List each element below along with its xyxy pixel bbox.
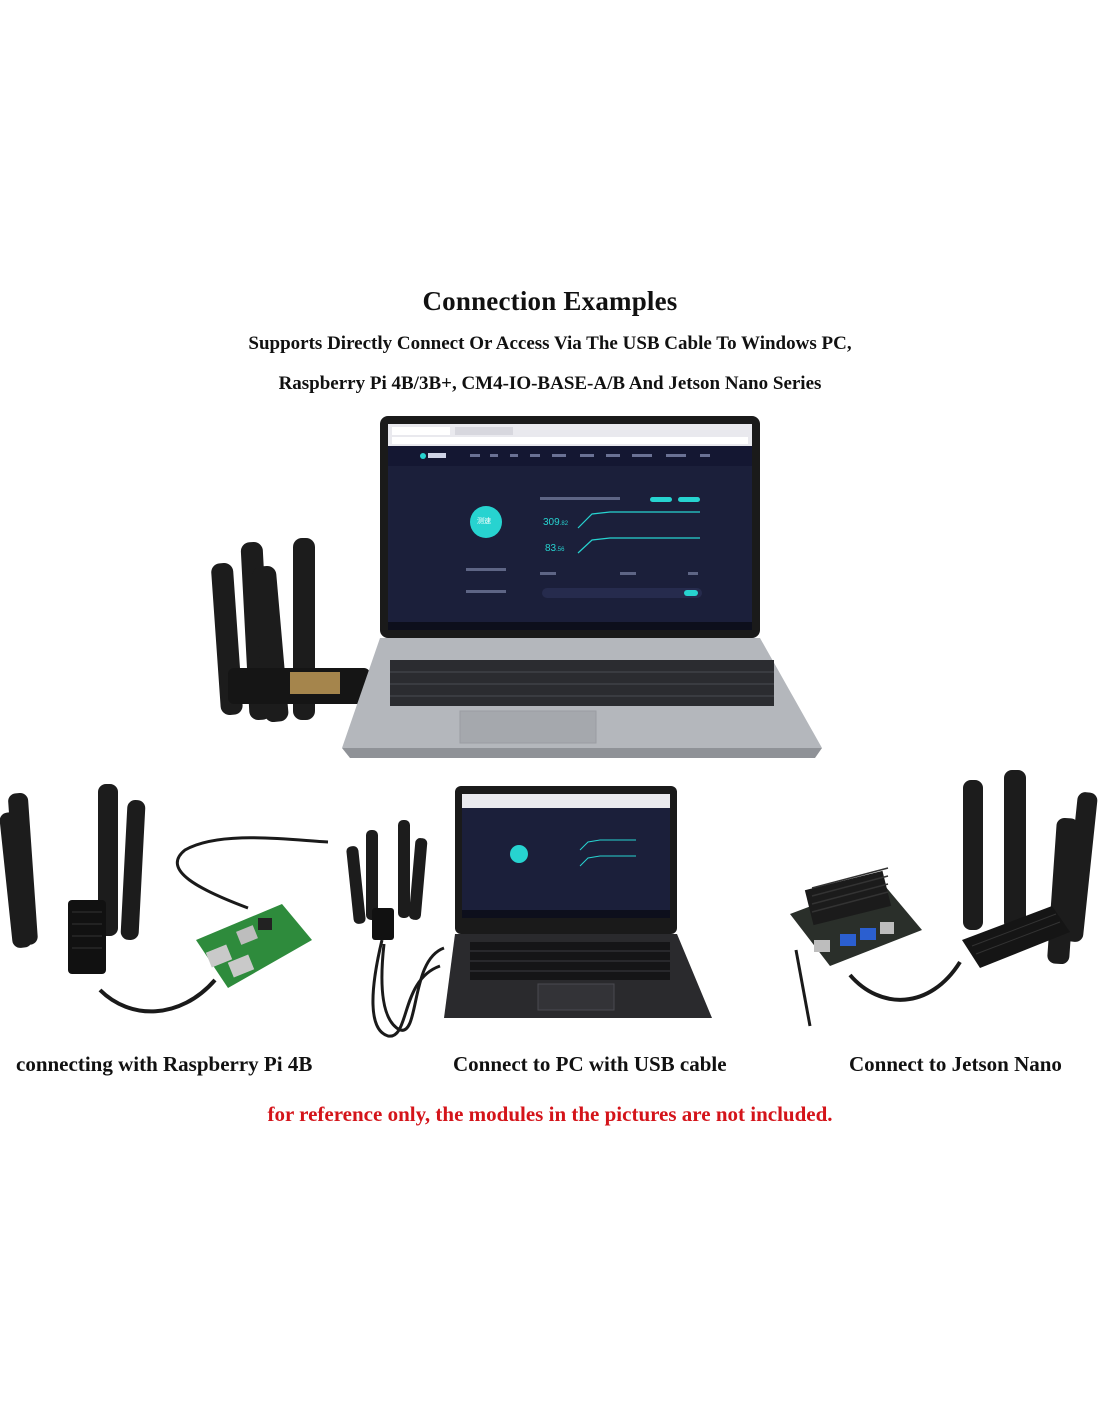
upload-speed-integer: 83 — [545, 543, 557, 554]
caption-jetson-nano: Connect to Jetson Nano — [849, 1052, 1062, 1076]
rpi-board — [196, 904, 312, 988]
caption-raspberry-pi: connecting with Raspberry Pi 4B — [16, 1052, 313, 1076]
top-laptop-touchpad — [459, 710, 597, 744]
download-speed-value: 309.82 — [543, 517, 568, 528]
subtitle-line-2: Raspberry Pi 4B/3B+, CM4-IO-BASE-A/B And… — [278, 373, 822, 394]
jetson-heatsink — [804, 870, 892, 926]
upload-speed-value: 83.56 — [545, 543, 564, 554]
download-speed-decimal: .82 — [559, 521, 569, 527]
jetson-modem-module — [962, 906, 1070, 968]
speed-test-button — [470, 506, 502, 538]
caption-pc-usb: Connect to PC with USB cable — [453, 1052, 727, 1076]
top-laptop-keyboard — [390, 660, 774, 706]
subtitle-line-1: Supports Directly Connect Or Access Via … — [248, 333, 852, 354]
pc-laptop-touchpad — [537, 983, 615, 1011]
download-speed-integer: 309 — [543, 517, 560, 528]
pc-modem-module — [372, 908, 394, 940]
page-title: Connection Examples — [422, 286, 678, 316]
rpi-modem-module — [68, 900, 106, 974]
speed-test-label: 测速 — [477, 518, 491, 525]
disclaimer-note: for reference only, the modules in the p… — [267, 1102, 833, 1126]
upload-speed-decimal: .56 — [556, 547, 565, 553]
